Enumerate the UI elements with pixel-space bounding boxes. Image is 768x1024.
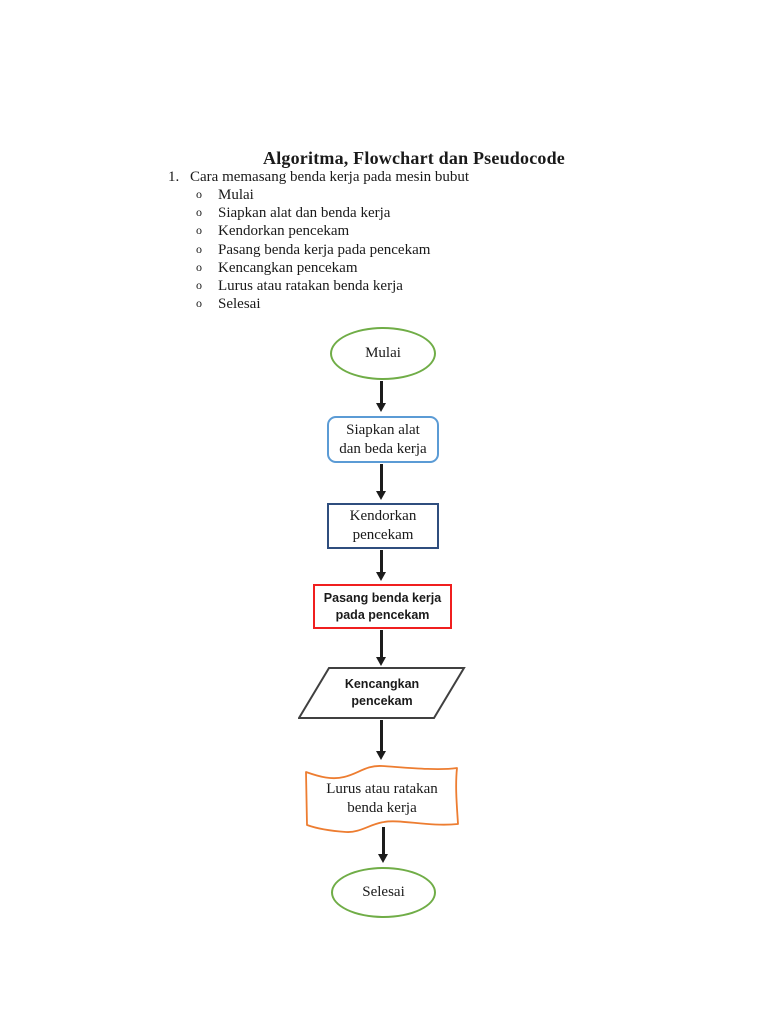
list-item-text: Kendorkan pencekam bbox=[218, 223, 350, 240]
list-item-text: Siapkan alat dan benda kerja bbox=[218, 205, 391, 222]
list-item-text: Pasang benda kerja pada pencekam bbox=[218, 241, 431, 258]
node-label: Siapkan alat dan beda kerja bbox=[339, 421, 427, 457]
list-item: o Pasang benda kerja pada pencekam bbox=[196, 242, 616, 260]
wave-outline bbox=[305, 765, 459, 833]
node-label: Kencangkan pencekam bbox=[344, 677, 420, 708]
list-number: 1. bbox=[168, 169, 180, 185]
flow-arrow-4 bbox=[380, 630, 383, 657]
bullet-marker: o bbox=[196, 223, 202, 238]
bullet-marker: o bbox=[196, 277, 202, 292]
flowchart-node-prepare: Siapkan alat dan beda kerja bbox=[327, 416, 439, 463]
bullet-marker: o bbox=[196, 259, 202, 274]
bullet-marker: o bbox=[196, 205, 202, 220]
list-item: o Kendorkan pencekam bbox=[196, 223, 616, 241]
flowchart-node-loosen: Kendorkan pencekam bbox=[327, 503, 439, 549]
flow-arrow-3 bbox=[380, 550, 383, 572]
flow-arrow-5 bbox=[380, 720, 383, 751]
list-item: o Siapkan alat dan benda kerja bbox=[196, 205, 616, 223]
list-heading: 1. Cara memasang benda kerja pada mesin … bbox=[168, 169, 688, 186]
flowchart-node-end: Selesai bbox=[331, 867, 436, 918]
bullet-marker: o bbox=[196, 241, 202, 256]
list-item-text: Mulai bbox=[218, 187, 254, 203]
flow-arrow-6 bbox=[382, 827, 385, 854]
flow-arrow-1 bbox=[380, 381, 383, 403]
bullet-marker: o bbox=[196, 296, 202, 311]
node-label: Selesai bbox=[362, 884, 405, 900]
node-label: Lurus atau ratakan benda kerja bbox=[326, 781, 438, 816]
flowchart-node-tighten: Kencangkan pencekam bbox=[298, 667, 466, 719]
parallelogram-outline bbox=[298, 667, 466, 719]
list-item: o Selesai bbox=[196, 296, 616, 314]
node-label: Kendorkan pencekam bbox=[349, 508, 417, 543]
flow-arrow-2 bbox=[380, 464, 383, 491]
list-item: o Lurus atau ratakan benda kerja bbox=[196, 278, 616, 296]
node-label: Pasang benda kerja pada pencekam bbox=[323, 590, 442, 622]
list-item: o Mulai bbox=[196, 187, 616, 205]
page-title: Algoritma, Flowchart dan Pseudocode bbox=[263, 148, 565, 169]
list-item-text: Lurus atau ratakan benda kerja bbox=[218, 277, 403, 294]
bullet-marker: o bbox=[196, 187, 202, 201]
list-item: o Kencangkan pencekam bbox=[196, 260, 616, 278]
node-label: Mulai bbox=[365, 345, 401, 361]
list-item-text: Selesai bbox=[218, 296, 261, 313]
list-heading-text: Cara memasang benda kerja pada mesin bub… bbox=[190, 169, 470, 185]
list-item-text: Kencangkan pencekam bbox=[218, 259, 358, 276]
flowchart-node-mount: Pasang benda kerja pada pencekam bbox=[313, 584, 452, 629]
flowchart-node-align: Lurus atau ratakan benda kerja bbox=[304, 763, 460, 835]
flowchart-node-start: Mulai bbox=[330, 327, 436, 380]
